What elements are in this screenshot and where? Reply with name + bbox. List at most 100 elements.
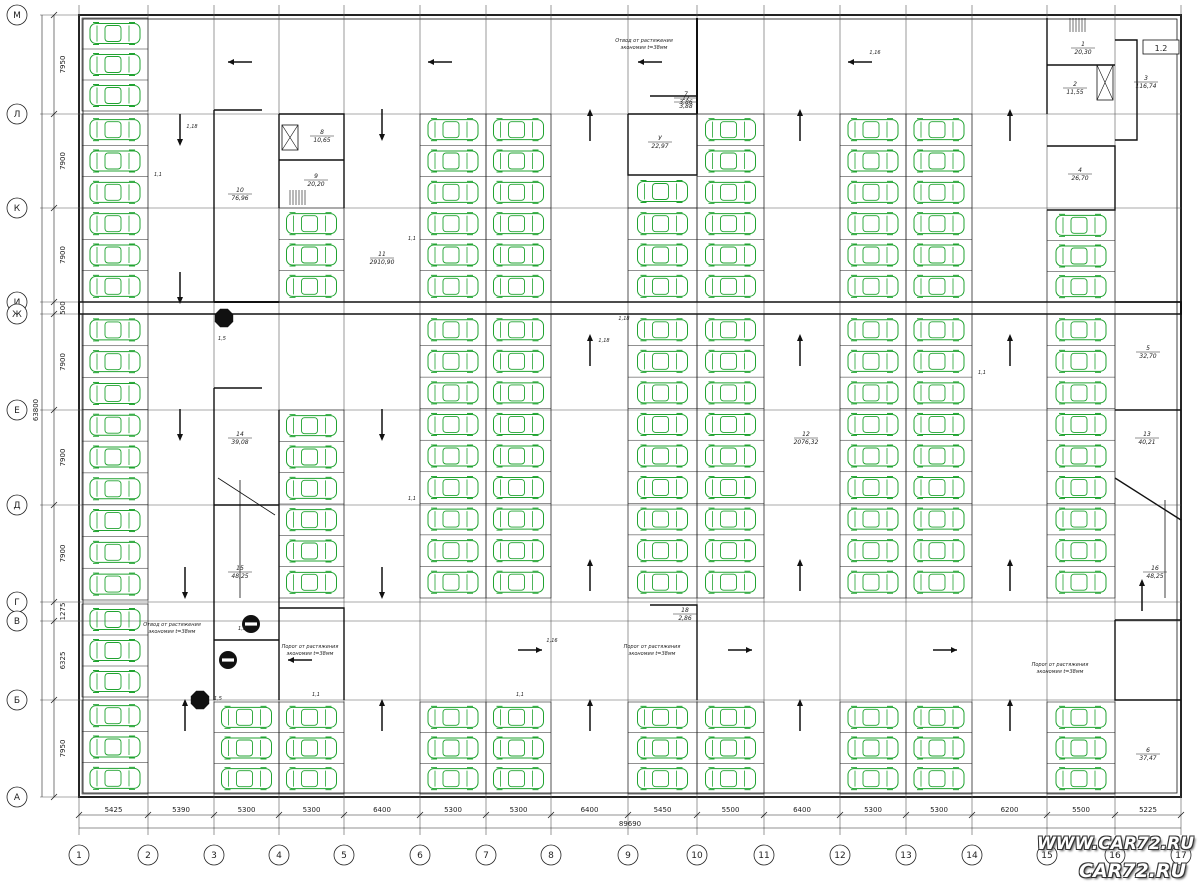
bay-c9-a — [627, 701, 698, 795]
parking-space-car — [637, 212, 688, 236]
room-number: 7 — [684, 91, 688, 98]
note-line1: Порог от растяжения — [1032, 662, 1089, 668]
parking-space-car — [847, 349, 899, 373]
bay-c13-a — [905, 701, 973, 795]
axis-col-label: 15 — [1041, 851, 1052, 861]
parking-space-car — [89, 509, 141, 533]
parking-space-car — [847, 767, 899, 791]
axis-col-label: 4 — [276, 851, 282, 861]
dim-spacing-col: 5300 — [303, 806, 321, 814]
dim-spacing-col: 5500 — [722, 806, 740, 814]
bay-c15-a-outline — [1046, 701, 1116, 795]
axis-circle — [6, 4, 28, 26]
wall-ramp-block — [279, 607, 345, 700]
room-label-7: 73,86 — [674, 91, 698, 106]
parking-space-car — [913, 736, 965, 760]
note-line1: Порог от растяжения — [624, 644, 681, 650]
axis-circle — [137, 844, 159, 866]
room-area: 40,21 — [1138, 439, 1155, 446]
bay-c9-zhg — [627, 313, 698, 599]
arrow-down — [176, 271, 184, 305]
axis-marker-row-Е: Е — [6, 399, 28, 421]
note-line1: Отвод от растяжения — [615, 38, 672, 44]
dim-tick — [50, 793, 58, 801]
parking-space-car — [705, 412, 756, 436]
bay-c7-lk — [485, 113, 552, 303]
arrow-up — [586, 558, 594, 592]
axis-marker-col-4: 4 — [268, 844, 290, 866]
wall-ramp-east — [1114, 477, 1182, 521]
arrow-left — [227, 58, 253, 66]
dim-tick — [1043, 811, 1051, 819]
axis-row-label: Г — [14, 598, 20, 608]
parking-space-car — [427, 149, 479, 173]
axis-marker-col-2: 2 — [137, 844, 159, 866]
stop-sign — [214, 308, 234, 328]
room-number: 17 — [682, 95, 690, 102]
room-number: 10 — [236, 187, 244, 194]
parking-space-car — [637, 180, 688, 203]
bay-c4-a-outline — [278, 701, 345, 795]
axis-marker-row-А: А — [6, 786, 28, 808]
dim-spacing-row: 7950 — [59, 740, 67, 758]
arrow-up — [1006, 558, 1014, 592]
slope-label: 1,1 — [978, 370, 986, 376]
axis-marker-col-3: 3 — [203, 844, 225, 866]
arrow-up — [181, 698, 189, 732]
arrow-down — [181, 566, 189, 600]
arrow-left — [287, 656, 313, 664]
parking-space-car — [705, 444, 756, 468]
arrow-left — [637, 58, 663, 66]
parking-space-car — [1055, 444, 1107, 468]
axis-marker-col-9: 9 — [617, 844, 639, 866]
parking-space-car — [493, 349, 544, 373]
axis-row-label: И — [14, 298, 21, 308]
parking-space-car — [705, 539, 756, 563]
parking-space-car — [705, 705, 756, 729]
parking-space-car — [493, 476, 544, 500]
room-number: 3 — [1144, 75, 1148, 82]
room-area: 32,70 — [1139, 353, 1156, 360]
bay-c13-zhg-outline — [905, 313, 973, 599]
parking-space-car — [286, 274, 337, 298]
room-area: 10,65 — [313, 137, 330, 144]
dim-tick — [50, 696, 58, 704]
dim-tick — [50, 617, 58, 625]
bay-c9-ks-outline — [627, 174, 698, 209]
parking-space-car — [89, 180, 141, 204]
expansion-joint — [78, 301, 1182, 315]
axis-circle — [686, 844, 708, 866]
parking-space-car — [286, 539, 337, 563]
bay-c10-zhg-outline — [696, 313, 765, 599]
parking-space-car — [427, 539, 479, 563]
room-area: 22,97 — [651, 143, 668, 150]
dim-spacing-col: 5300 — [864, 806, 882, 814]
axis-row-label: В — [14, 617, 20, 627]
bay-c13-zhg — [905, 313, 973, 599]
bay-c9-zhg-outline — [627, 313, 698, 599]
parking-space-car — [847, 444, 899, 468]
parking-space-car — [493, 212, 544, 236]
parking-space-car — [637, 736, 688, 760]
axis-marker-col-13: 13 — [895, 844, 917, 866]
parking-space-car — [913, 381, 965, 405]
bay-c9-a-outline — [627, 701, 698, 795]
room-area: 3,88 — [679, 103, 693, 110]
slope-label: 1,5 — [238, 626, 246, 632]
parking-space-car — [89, 149, 141, 173]
parking-space-car — [493, 570, 544, 594]
parking-space-car — [637, 570, 688, 594]
parking-space-car — [1055, 736, 1107, 760]
room-area: 37,47 — [1139, 755, 1156, 762]
slope-label: 1,1 — [408, 496, 416, 502]
room-number: 4 — [1078, 167, 1082, 174]
parking-space-car — [913, 476, 965, 500]
bay-c6-a — [419, 701, 487, 795]
dim-total-width: 89690 — [619, 820, 641, 828]
axis-col-label: 7 — [483, 851, 489, 861]
